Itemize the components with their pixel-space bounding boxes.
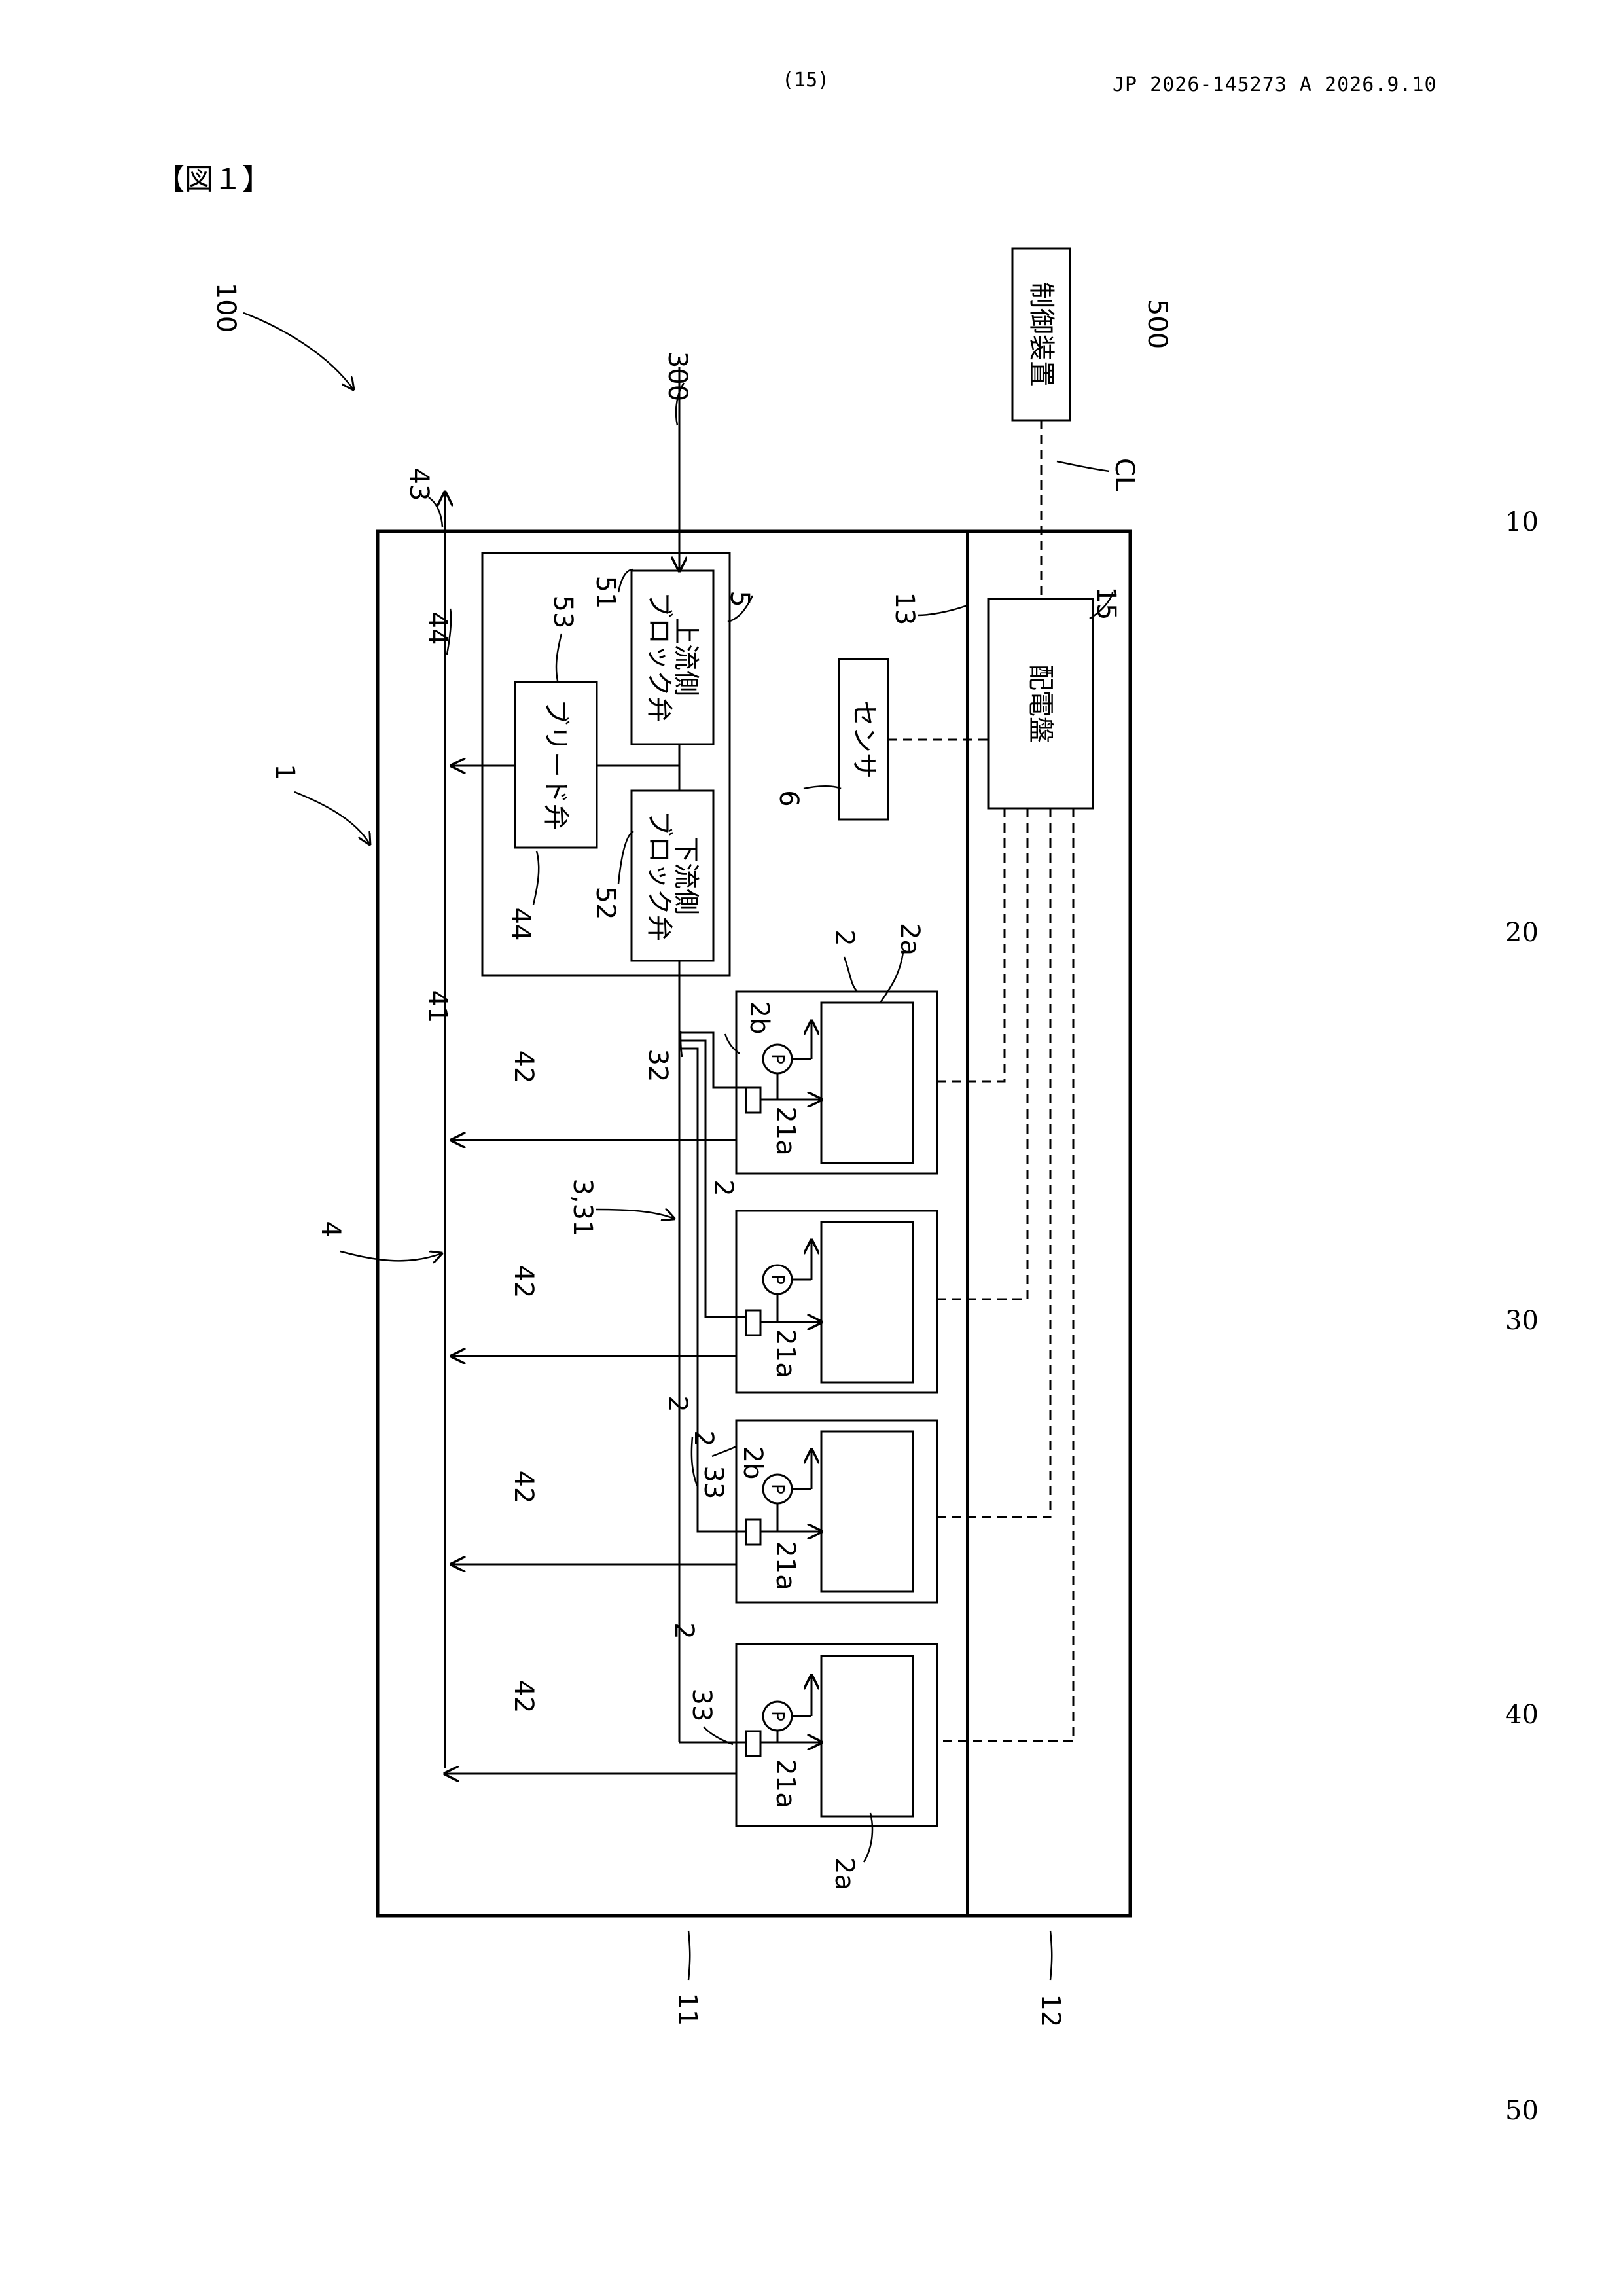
ref-12: 12 (1035, 1994, 1065, 2028)
ref-2: 2 (688, 1430, 719, 1446)
ref-21a: 21a (770, 1541, 800, 1590)
ref-6: 6 (774, 790, 804, 806)
ref-33: 33 (698, 1466, 728, 1499)
ref-44: 44 (422, 612, 452, 645)
ref-2: 2 (669, 1623, 699, 1639)
ref-42: 42 (508, 1265, 539, 1299)
unit-2 (736, 1211, 937, 1393)
ref-2a: 2a (895, 923, 925, 956)
ref-41: 41 (422, 990, 452, 1024)
ref-43: 43 (404, 468, 434, 501)
ref-15: 15 (1091, 587, 1121, 620)
enclosure-box (378, 531, 1130, 1916)
ref-CL: CL (1109, 458, 1139, 492)
ref-2: 2 (662, 1395, 692, 1412)
ref-3-31: 3,31 (567, 1178, 597, 1236)
bleed-valve-label: ブリード弁 (541, 699, 571, 830)
leader-lines (243, 313, 1113, 1980)
ref-4: 4 (315, 1221, 346, 1237)
ref-500: 500 (1142, 299, 1172, 349)
ref-44: 44 (505, 908, 535, 941)
downstream-valve-label-1: 下流側 (671, 836, 701, 915)
ref-53: 53 (548, 596, 578, 629)
ref-2b: 2b (744, 1001, 774, 1035)
ref-21a: 21a (770, 1759, 800, 1808)
ref-11: 11 (672, 1993, 702, 2026)
pump-symbol: P (768, 1484, 787, 1494)
ref-2: 2 (708, 1179, 738, 1196)
ref-52: 52 (590, 887, 620, 920)
ref-21a: 21a (770, 1329, 800, 1378)
ref-2a: 2a (829, 1857, 859, 1890)
ref-2: 2 (829, 929, 859, 946)
control-device-label: 制御装置 (1026, 282, 1056, 387)
upstream-valve-label-1: 上流側 (671, 618, 701, 696)
ref-42: 42 (508, 1050, 539, 1084)
ref-33: 33 (687, 1689, 717, 1722)
pump-symbol: P (768, 1054, 787, 1064)
unit-4 (736, 1644, 937, 1826)
ref-2b: 2b (738, 1446, 768, 1480)
sensor-label: センサ (849, 700, 879, 779)
ref-42: 42 (508, 1680, 539, 1713)
ref-42: 42 (508, 1471, 539, 1504)
upstream-valve-label-2: ブロック弁 (644, 592, 674, 723)
pump-symbol: P (768, 1711, 787, 1721)
ref-32: 32 (643, 1049, 673, 1083)
ref-1: 1 (270, 764, 300, 780)
downstream-valve-label-2: ブロック弁 (644, 810, 674, 941)
pump-symbol: P (768, 1274, 787, 1285)
distribution-panel-label: 配電盤 (1026, 664, 1056, 743)
ref-13: 13 (889, 592, 919, 626)
ref-100: 100 (211, 283, 241, 332)
ref-51: 51 (590, 576, 620, 609)
ref-300: 300 (662, 351, 692, 401)
ref-21a: 21a (770, 1106, 800, 1155)
ref-5: 5 (724, 590, 755, 607)
